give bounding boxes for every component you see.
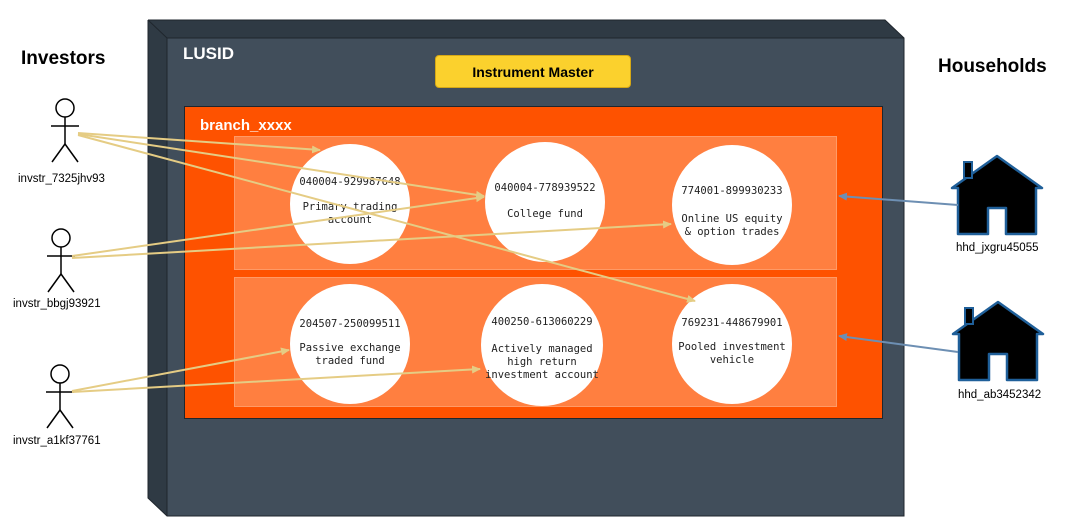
account-name: Online US equity & option trades <box>681 213 783 238</box>
households-heading: Households <box>938 56 1047 77</box>
account-name: Primary trading account <box>302 201 398 226</box>
person-icon[interactable] <box>36 228 86 296</box>
account-circle-1[interactable]: 040004-929987648 Primary trading account <box>290 144 410 264</box>
instrument-master-box[interactable]: Instrument Master <box>435 55 631 88</box>
investor-label: invstr_7325jhv93 <box>18 173 105 185</box>
account-circle-6[interactable]: 769231-448679901 Pooled investment vehic… <box>672 284 792 404</box>
account-name: Pooled investment vehicle <box>678 341 786 366</box>
account-id: 204507-250099511 <box>299 318 401 330</box>
account-circle-4[interactable]: 204507-250099511 Passive exchange traded… <box>290 284 410 404</box>
instrument-master-label: Instrument Master <box>472 63 594 80</box>
account-name: Passive exchange traded fund <box>299 342 401 367</box>
household-label: hhd_jxgru45055 <box>956 242 1039 254</box>
house-icon[interactable] <box>951 298 1045 384</box>
account-circle-2[interactable]: 040004-778939522 College fund <box>485 142 605 262</box>
investor-label: invstr_a1kf37761 <box>13 435 101 447</box>
account-id: 400250-613060229 <box>491 316 593 328</box>
branch-title: branch_xxxx <box>200 117 292 134</box>
account-id: 769231-448679901 <box>681 317 783 329</box>
investors-heading: Investors <box>21 48 106 69</box>
account-id: 040004-778939522 <box>494 182 596 194</box>
house-icon[interactable] <box>950 152 1044 238</box>
investor-label: invstr_bbgj93921 <box>13 298 101 310</box>
household-label: hhd_ab3452342 <box>958 389 1042 401</box>
person-icon[interactable] <box>40 98 90 166</box>
account-circle-5[interactable]: 400250-613060229 Actively managed high r… <box>481 284 603 406</box>
account-id: 040004-929987648 <box>299 176 401 188</box>
person-icon[interactable] <box>35 364 85 432</box>
account-id: 774001-899930233 <box>681 185 783 197</box>
account-name: Actively managed high return investment … <box>485 343 599 381</box>
platform-title: LUSID <box>183 44 234 63</box>
account-circle-3[interactable]: 774001-899930233 Online US equity & opti… <box>672 145 792 265</box>
account-name: College fund <box>507 208 583 220</box>
